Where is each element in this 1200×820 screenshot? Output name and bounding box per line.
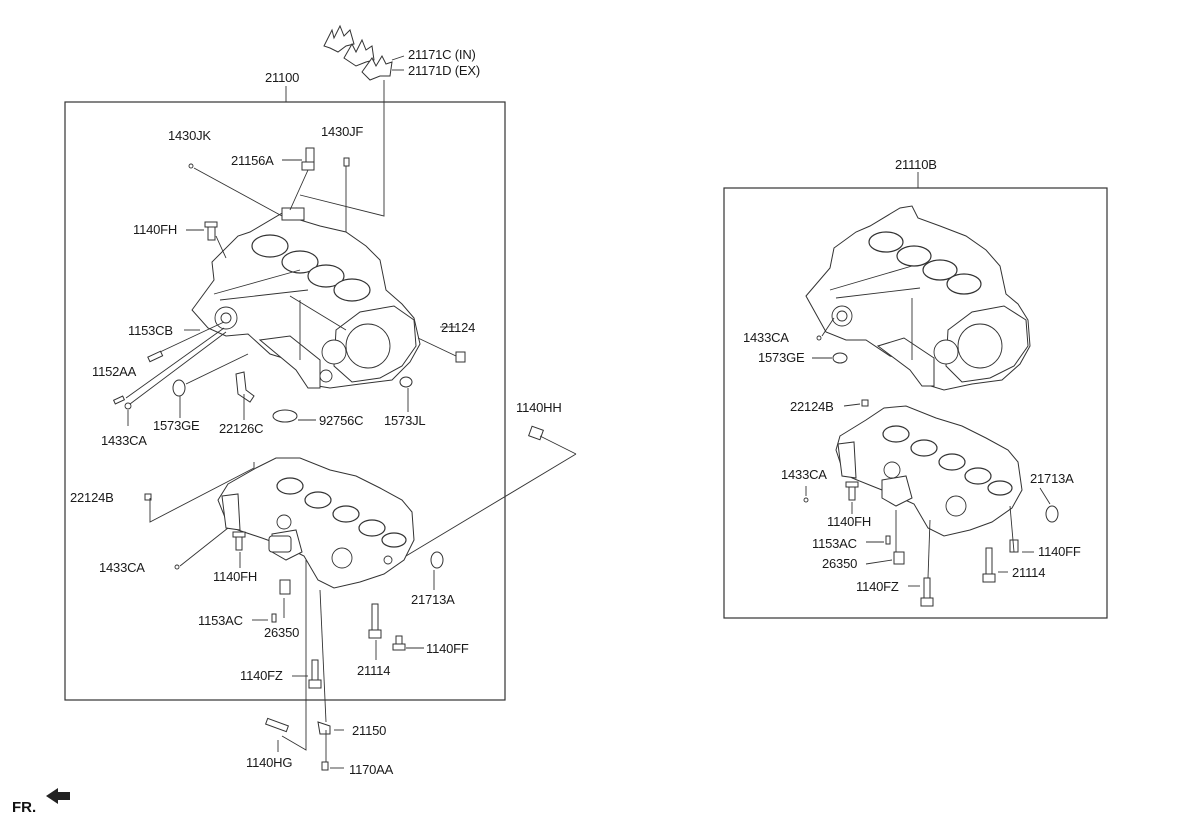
- part-label-92756c: 92756C: [319, 413, 364, 428]
- right-leader-lines: [805, 317, 1051, 587]
- part-label-21150: 21150: [352, 723, 387, 738]
- part-label-1152aa: 1152AA: [92, 364, 137, 379]
- part-label-r-1140fh: 1140FH: [827, 514, 872, 529]
- upper-cylinder-block: [191, 207, 421, 389]
- right-assembly-frame: [723, 187, 1108, 619]
- part-label-r-1140fz: 1140FZ: [856, 579, 899, 594]
- part-label-1140ff: 1140FF: [426, 641, 469, 656]
- part-label-1140fh-top: 1140FH: [133, 222, 178, 237]
- head-gasket-pieces: [323, 24, 393, 81]
- part-label-r-21713a: 21713A: [1030, 471, 1074, 486]
- part-label-1140hh: 1140HH: [516, 400, 562, 415]
- front-direction-label: FR.: [12, 799, 37, 816]
- right-upper-block: [805, 205, 1031, 391]
- part-label-21114: 21114: [357, 663, 391, 678]
- part-label-21156a: 21156A: [231, 153, 274, 168]
- part-label-r-1153ac: 1153AC: [812, 536, 857, 551]
- assembly-label-right: 21110B: [895, 157, 937, 172]
- part-label-21124: 21124: [441, 320, 476, 335]
- part-label-1140hg: 1140HG: [246, 755, 293, 770]
- part-label-21713a: 21713A: [411, 592, 455, 607]
- part-label-22124b: 22124B: [70, 490, 114, 505]
- part-label-r-1433ca-upper: 1433CA: [743, 330, 789, 345]
- part-label-1153cb: 1153CB: [128, 323, 173, 338]
- part-label-r-26350: 26350: [822, 556, 858, 571]
- part-label-1573jl: 1573JL: [384, 413, 426, 428]
- front-arrow-icon: [46, 788, 70, 804]
- left-small-parts: [112, 147, 544, 771]
- part-label-1170aa: 1170AA: [349, 762, 394, 777]
- part-label-21171c: 21171C (IN): [408, 47, 476, 62]
- part-label-r-21114: 21114: [1012, 565, 1046, 580]
- part-label-21171d: 21171D (EX): [408, 63, 480, 78]
- part-label-r-1433ca-lower: 1433CA: [781, 467, 827, 482]
- part-label-1433ca-lower: 1433CA: [99, 560, 145, 575]
- part-label-22126c: 22126C: [219, 421, 264, 436]
- part-label-26350: 26350: [264, 625, 300, 640]
- right-lower-block: [835, 405, 1023, 537]
- part-label-r-22124b: 22124B: [790, 399, 834, 414]
- part-label-r-1573ge: 1573GE: [758, 350, 805, 365]
- part-label-r-1140ff: 1140FF: [1038, 544, 1081, 559]
- part-label-1140fh-lower: 1140FH: [213, 569, 258, 584]
- part-label-1140fz: 1140FZ: [240, 668, 283, 683]
- right-small-parts: [803, 335, 1059, 607]
- part-label-1153ac: 1153AC: [198, 613, 243, 628]
- part-label-1433ca-upper: 1433CA: [101, 433, 147, 448]
- part-label-1430jf: 1430JF: [321, 124, 364, 139]
- left-assembly-frame: [64, 101, 506, 701]
- left-leader-lines: [125, 159, 577, 769]
- part-label-1430jk: 1430JK: [168, 128, 211, 143]
- part-label-1573ge: 1573GE: [153, 418, 200, 433]
- assembly-label-left: 21100: [265, 70, 300, 85]
